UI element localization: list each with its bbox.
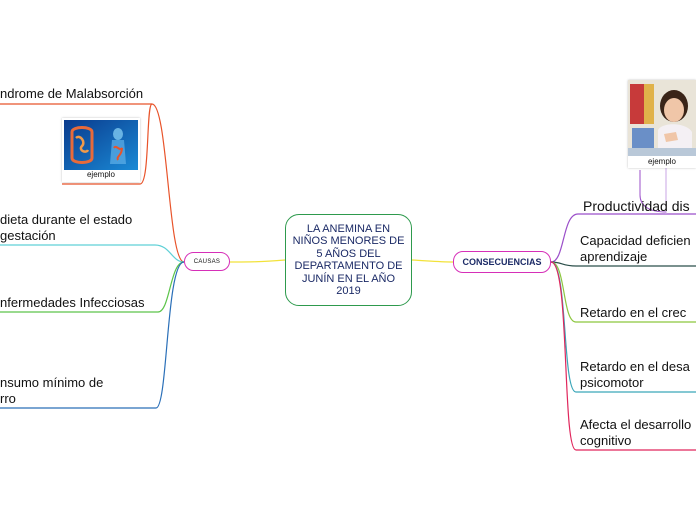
link-cons-1-image <box>639 170 667 213</box>
central-topic-text: LA ANEMINA EN NIÑOS MENORES DE 5 AÑOS DE… <box>292 222 405 298</box>
causa-topic-hierro[interactable]: nsumo mínimo de rro <box>0 375 103 407</box>
link-cons-2 <box>550 261 696 267</box>
link-causa-1-image <box>62 103 153 185</box>
cons-topic-cognitivo[interactable]: Afecta el desarrollo cognitivo <box>580 417 691 449</box>
causa-topic-infecciosas[interactable]: nfermedades Infecciosas <box>0 295 145 311</box>
example-caption: ejemplo <box>647 157 676 166</box>
cons-topic-productividad[interactable]: Productividad dis <box>583 198 690 214</box>
cons-topic-capacidad[interactable]: Capacidad deficien aprendizaje <box>580 233 691 265</box>
causa-topic-line2: gestación <box>0 228 56 243</box>
cons-topic-line2: cognitivo <box>580 433 632 448</box>
cons-topic-crecimiento[interactable]: Retardo en el crec <box>580 305 686 321</box>
cons-topic-text: Retardo en el crec <box>580 305 687 320</box>
cons-topic-line1: Capacidad deficien <box>580 233 691 248</box>
cons-topic-line1: Afecta el desarrollo <box>580 417 692 432</box>
cons-topic-psicomotor[interactable]: Retardo en el desa psicomotor <box>580 359 690 391</box>
causa-topic-line1: nsumo mínimo de <box>0 375 104 390</box>
causa-topic-line1: dieta durante el estado <box>0 212 133 227</box>
link-causa-1 <box>0 103 185 263</box>
example-image-child[interactable]: ejemplo <box>628 80 696 168</box>
example-caption: ejemplo <box>86 170 115 179</box>
causa-topic-dieta[interactable]: dieta durante el estado gestación <box>0 212 132 244</box>
link-central-consecuencias <box>411 259 454 263</box>
link-cons-5 <box>550 261 696 451</box>
causa-topic-text: nfermedades Infecciosas <box>0 295 145 310</box>
cons-topic-line1: Retardo en el desa <box>580 359 690 374</box>
consecuencias-node[interactable]: CONSECUENCIAS <box>453 251 551 273</box>
intestine-body-icon <box>64 120 138 170</box>
child-photo-icon <box>628 80 696 156</box>
causas-node[interactable]: CAUSAS <box>184 252 230 271</box>
cons-topic-line2: psicomotor <box>580 375 644 390</box>
cons-topic-line2: aprendizaje <box>580 249 648 264</box>
central-topic[interactable]: LA ANEMINA EN NIÑOS MENORES DE 5 AÑOS DE… <box>285 214 412 306</box>
causa-topic-text: ndrome de Malabsorción <box>0 86 144 101</box>
link-central-causas <box>229 259 286 263</box>
cons-topic-text: Productividad dis <box>583 198 690 214</box>
example-image-intestine[interactable]: ejemplo <box>62 118 140 182</box>
causa-topic-malabsorcion[interactable]: ndrome de Malabsorción <box>0 86 143 102</box>
link-causa-4 <box>0 261 185 409</box>
link-cons-3 <box>550 261 696 323</box>
consecuencias-label: CONSECUENCIAS <box>462 257 542 267</box>
causas-label: CAUSAS <box>193 258 221 265</box>
link-causa-2 <box>0 244 185 263</box>
causa-topic-line2: rro <box>0 391 16 406</box>
link-causa-3 <box>0 261 185 313</box>
link-cons-1 <box>550 213 696 263</box>
